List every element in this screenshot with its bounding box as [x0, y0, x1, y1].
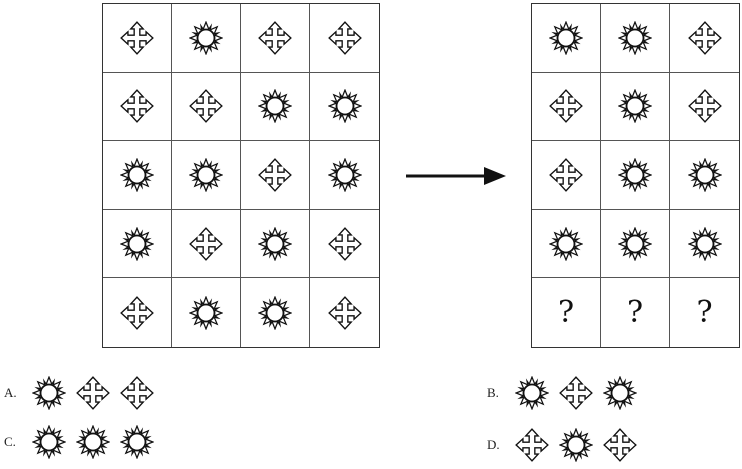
grid-cell	[310, 278, 379, 347]
sun-icon	[189, 158, 223, 192]
grid-cell	[532, 141, 601, 210]
arrow-right-icon	[406, 167, 506, 185]
four-way-arrow-icon	[515, 428, 549, 462]
grid-cell	[241, 278, 310, 347]
sun-icon	[559, 428, 593, 462]
grid-cell	[310, 4, 379, 73]
question-mark: ?	[626, 294, 644, 330]
sun-icon	[32, 425, 66, 459]
grid-cell	[172, 141, 241, 210]
grid-cell	[241, 141, 310, 210]
option-label: C.	[4, 434, 16, 449]
sun-icon	[120, 158, 154, 192]
grid-cell	[103, 209, 172, 279]
grid-cell	[532, 72, 601, 142]
question-mark: ?	[696, 294, 713, 330]
sun-icon	[258, 226, 292, 261]
four-way-arrow-icon	[76, 376, 110, 410]
sun-icon	[258, 295, 292, 330]
grid-cell	[601, 141, 670, 210]
grid-cell	[172, 278, 241, 347]
grid-cell	[103, 278, 172, 347]
four-way-arrow-icon	[549, 89, 583, 123]
option-d[interactable]: D.	[487, 428, 637, 462]
grid-cell	[601, 209, 670, 279]
option-label: A.	[4, 385, 17, 400]
grid-cell	[670, 4, 739, 73]
sun-icon	[120, 226, 154, 261]
option-label: D.	[487, 437, 500, 452]
four-way-arrow-icon	[603, 428, 637, 462]
grid-cell	[532, 209, 601, 279]
option-icons	[515, 376, 637, 410]
four-way-arrow-icon	[120, 296, 154, 330]
grid-cell	[172, 4, 241, 73]
four-way-arrow-icon	[549, 158, 583, 192]
four-way-arrow-icon	[327, 21, 362, 55]
grid-cell	[310, 73, 379, 142]
grid-cell	[670, 210, 739, 279]
four-way-arrow-icon	[258, 21, 292, 55]
grid-cell	[103, 4, 172, 73]
grid-cell	[241, 209, 310, 279]
four-way-arrow-icon	[687, 21, 722, 55]
option-c[interactable]: C.	[4, 425, 154, 459]
grid-cell: ?	[670, 278, 739, 347]
option-label: B.	[487, 385, 499, 400]
four-way-arrow-icon	[120, 21, 154, 55]
grid-cell	[601, 72, 670, 142]
grid-cell	[670, 73, 739, 142]
grid-cell	[172, 209, 241, 279]
sun-icon	[327, 158, 362, 192]
option-icons	[515, 428, 637, 462]
grid-cell	[532, 4, 601, 73]
grid-cell	[601, 4, 670, 73]
grid-cell	[670, 141, 739, 210]
four-way-arrow-icon	[120, 89, 154, 123]
grid-cell	[310, 141, 379, 210]
grid-cell	[172, 72, 241, 142]
sun-icon	[603, 376, 637, 410]
sun-icon	[549, 21, 583, 55]
option-icons	[32, 376, 154, 410]
four-way-arrow-icon	[120, 376, 154, 410]
sun-icon	[76, 425, 110, 459]
four-way-arrow-icon	[258, 158, 292, 192]
grid-cell	[103, 141, 172, 210]
sun-icon	[687, 226, 722, 261]
sun-icon	[618, 21, 652, 55]
grid-cell	[103, 72, 172, 142]
four-way-arrow-icon	[189, 89, 223, 123]
sun-icon	[618, 226, 652, 261]
four-way-arrow-icon	[559, 376, 593, 410]
sun-icon	[189, 21, 223, 55]
four-way-arrow-icon	[189, 227, 223, 261]
sun-icon	[618, 89, 652, 124]
sun-icon	[120, 425, 154, 459]
source-grid	[102, 3, 380, 348]
four-way-arrow-icon	[687, 89, 722, 123]
sun-icon	[258, 89, 292, 124]
grid-cell	[241, 72, 310, 142]
option-icons	[32, 425, 154, 459]
target-grid: ???	[531, 3, 740, 348]
four-way-arrow-icon	[327, 227, 362, 261]
four-way-arrow-icon	[327, 296, 362, 330]
option-a[interactable]: A.	[4, 376, 154, 410]
question-mark: ?	[557, 294, 575, 330]
grid-cell: ?	[601, 278, 670, 347]
grid-cell: ?	[532, 278, 601, 347]
grid-cell	[310, 210, 379, 279]
option-b[interactable]: B.	[487, 376, 637, 410]
sun-icon	[327, 89, 362, 124]
sun-icon	[189, 295, 223, 330]
sun-icon	[549, 226, 583, 261]
sun-icon	[515, 376, 549, 410]
grid-cell	[241, 4, 310, 73]
sun-icon	[618, 158, 652, 192]
sun-icon	[32, 376, 66, 410]
sun-icon	[687, 158, 722, 192]
